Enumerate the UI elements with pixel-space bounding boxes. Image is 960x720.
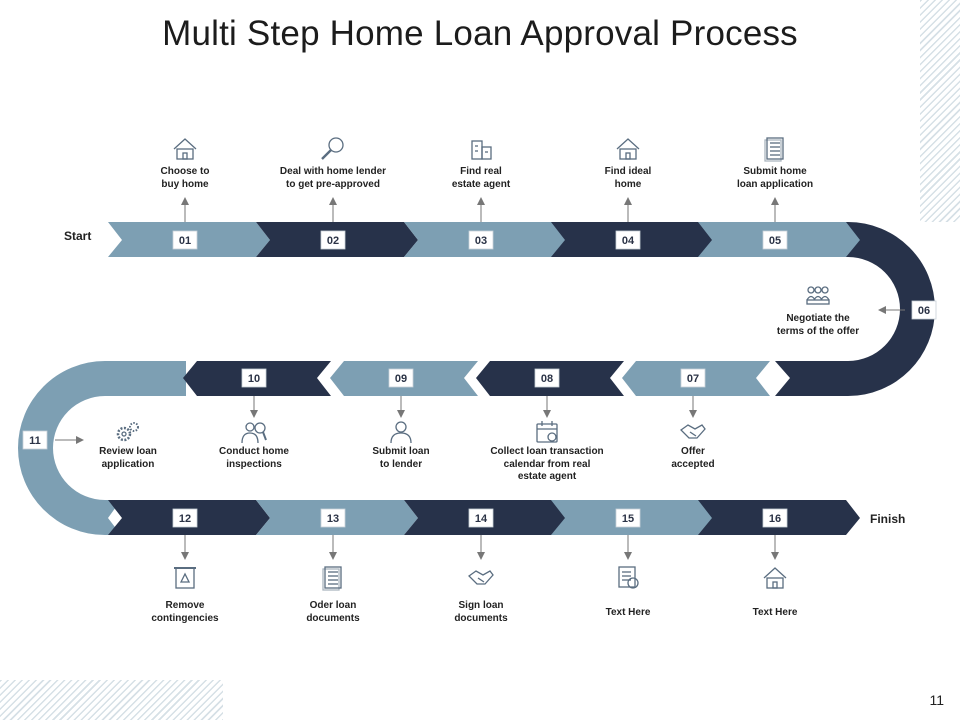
- step-label-15: Text Here: [605, 607, 651, 618]
- step-number-badge-01: 01: [172, 230, 198, 250]
- svg-text:06: 06: [918, 305, 930, 317]
- svg-text:04: 04: [622, 235, 635, 247]
- handshake-icon: [679, 424, 706, 439]
- decorative-hatch-top-right: [920, 0, 960, 222]
- svg-text:16: 16: [769, 513, 781, 525]
- svg-text:05: 05: [769, 235, 781, 247]
- step-label-12: Remove contingencies: [151, 600, 219, 624]
- step-number-badge-12: 12: [172, 508, 198, 528]
- step-label-04: Find ideal home: [604, 166, 652, 190]
- svg-text:02: 02: [327, 235, 339, 247]
- step-label-11: Review loan application: [99, 446, 157, 470]
- svg-text:07: 07: [687, 373, 699, 385]
- svg-text:14: 14: [475, 513, 488, 525]
- finish-label: Finish: [870, 512, 906, 526]
- calendar-icon: [536, 421, 558, 443]
- step-label-07: Offer accepted: [671, 446, 715, 470]
- step-number-badge-04: 04: [615, 230, 641, 250]
- step-number-badge-10: 10: [241, 368, 267, 388]
- step-number-badge-07: 07: [680, 368, 706, 388]
- group-icon: [806, 286, 830, 305]
- decorative-hatch-bottom-left: [0, 680, 223, 720]
- step-label-01: Choose to buy home: [160, 166, 210, 190]
- page-number: 11: [929, 692, 944, 708]
- step-number-badge-08: 08: [534, 368, 560, 388]
- magnifier-icon: [321, 137, 344, 160]
- svg-text:15: 15: [622, 513, 634, 525]
- house-icon: [763, 567, 787, 589]
- step-label-06: Negotiate the terms of the offer: [776, 313, 860, 337]
- gears-icon: [116, 422, 139, 442]
- step-number-badge-02: 02: [320, 230, 346, 250]
- step-label-02: Deal with home lender to get pre-approve…: [279, 166, 387, 190]
- handshake-icon: [467, 570, 494, 585]
- slide-title: Multi Step Home Loan Approval Process: [162, 14, 798, 53]
- step-number-badge-15: 15: [615, 508, 641, 528]
- step-label-13: Oder loan documents: [306, 600, 360, 624]
- building-icon: [471, 140, 492, 160]
- inspector-icon: [241, 422, 267, 444]
- svg-text:12: 12: [179, 513, 191, 525]
- right-turn-band: [775, 222, 935, 396]
- house-icon: [173, 138, 197, 160]
- svg-text:03: 03: [475, 235, 487, 247]
- step-label-09: Submit loan to lender: [372, 446, 430, 470]
- svg-text:13: 13: [327, 513, 339, 525]
- svg-text:11: 11: [29, 435, 41, 447]
- start-label: Start: [64, 229, 92, 243]
- step-number-badge-05: 05: [762, 230, 788, 250]
- document-icon: [322, 566, 342, 591]
- document-icon: [764, 137, 784, 162]
- left-turn-band: [18, 361, 187, 535]
- step-number-badge-09: 09: [388, 368, 414, 388]
- person-icon: [390, 421, 412, 444]
- step-number-badge-16: 16: [762, 508, 788, 528]
- step-number-badge-13: 13: [320, 508, 346, 528]
- step-label-10: Conduct home inspections: [219, 446, 289, 470]
- svg-text:10: 10: [248, 373, 260, 385]
- certificate-icon: [618, 566, 639, 589]
- step-number-badge-03: 03: [468, 230, 494, 250]
- svg-text:09: 09: [395, 373, 407, 385]
- svg-text:08: 08: [541, 373, 553, 385]
- step-label-08: Collect loan transaction calendar from r…: [490, 446, 604, 482]
- step-number-badge-06: 06: [911, 300, 937, 320]
- step-label-16: Text Here: [752, 607, 798, 618]
- house-icon: [616, 138, 640, 160]
- step-label-05: Submit home loan application: [736, 166, 814, 190]
- step-number-badge-14: 14: [468, 508, 494, 528]
- svg-text:01: 01: [179, 235, 191, 247]
- step-label-03: Find real estate agent: [451, 166, 511, 190]
- step-number-badge-11: 11: [22, 430, 48, 450]
- scroll-icon: [174, 567, 196, 589]
- step-label-14: Sign loan documents: [454, 600, 508, 624]
